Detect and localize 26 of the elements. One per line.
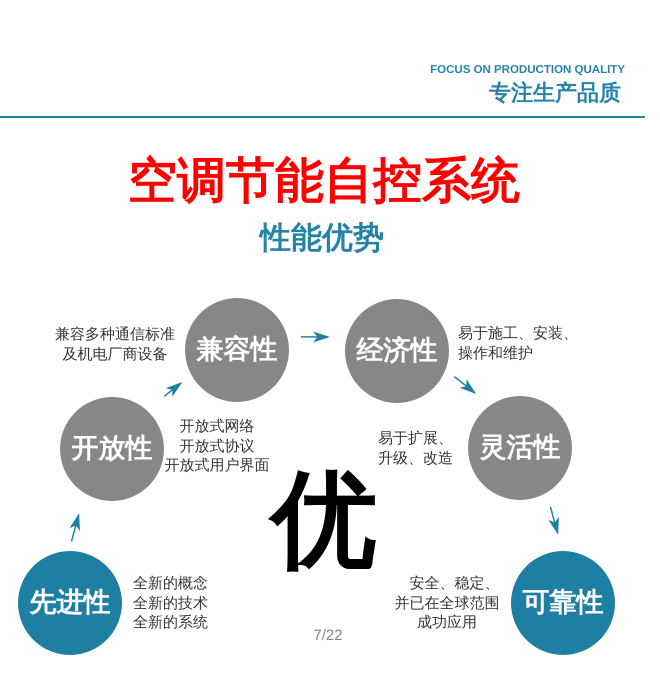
feature-circle: 经济性: [345, 299, 449, 403]
description-text: 易于施工、安装、操作和维护: [458, 324, 579, 363]
description-text: 开放式用户界面: [164, 456, 270, 474]
arrow: [548, 506, 559, 535]
feature-circle: 先进性: [18, 551, 122, 655]
subtitle: 性能优势: [260, 223, 384, 254]
slogan-text: FOCUS ON PRODUCTION QUALITY: [430, 65, 625, 76]
feature-circle: 灵活性: [468, 396, 572, 500]
description-text: 兼容多种通信标准及机电厂商设备: [54, 325, 176, 364]
feature-circle: 可靠性: [511, 551, 615, 655]
arrow: [69, 513, 80, 542]
feature-circle: 兼容性: [185, 298, 289, 402]
arrow: [164, 382, 182, 397]
title: 空调节能自控系统: [128, 156, 520, 205]
page-number: 7/22: [313, 628, 343, 643]
description-text: 全新的系统: [133, 613, 208, 632]
description-text: 开放式网络: [180, 417, 254, 436]
arrow: [301, 331, 330, 342]
description-text: 全新的概念: [133, 574, 208, 594]
slogan-text: 专注生产品质: [489, 83, 621, 105]
description-text: 开放式协议: [180, 436, 254, 456]
description-text: 全新的技术: [133, 594, 208, 613]
feature-circle: 开放性: [60, 397, 164, 501]
description-text: 安全、稳定、并已在全球范围成功应用: [394, 574, 500, 632]
description-text: 易于扩展、升级、改造: [378, 429, 454, 468]
arrow: [454, 376, 476, 394]
